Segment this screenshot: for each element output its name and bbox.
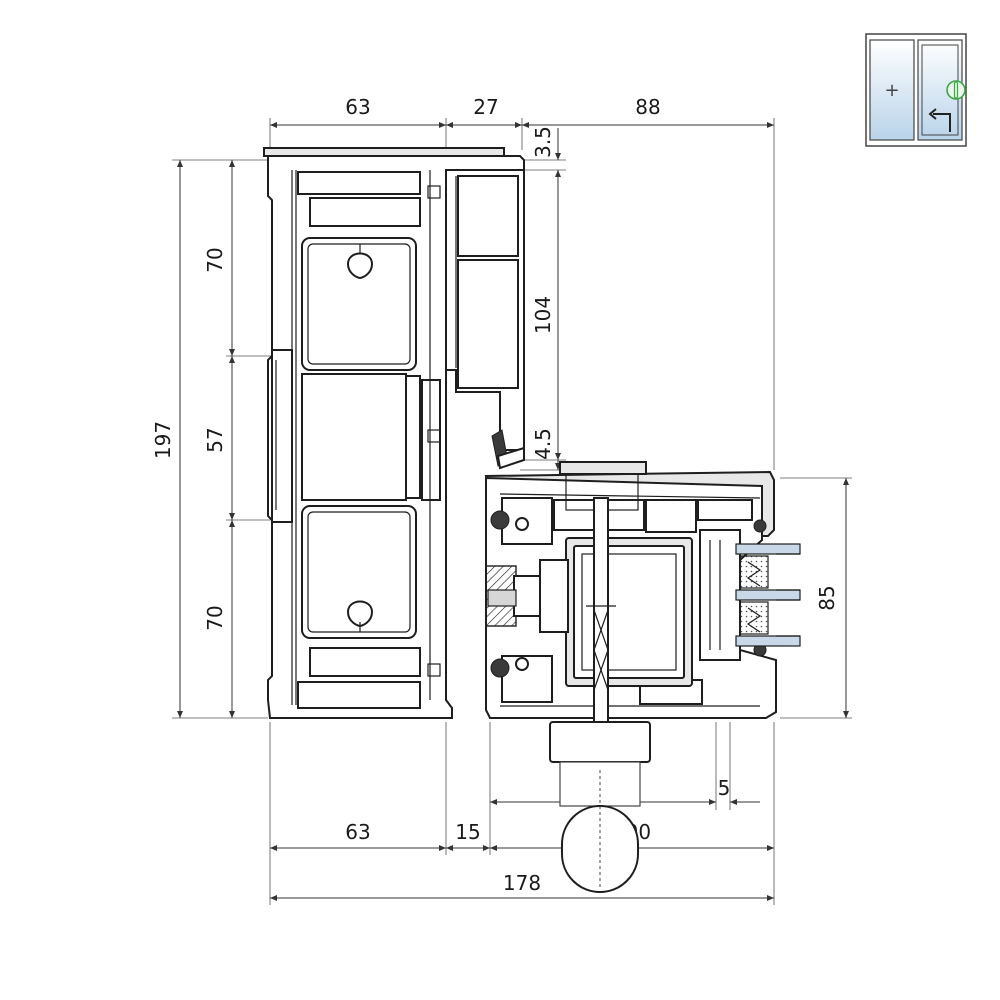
dim-bottom-63: 63 bbox=[345, 820, 370, 844]
sliding-sash-profile bbox=[484, 461, 777, 757]
dim-left-197: 197 bbox=[151, 421, 175, 459]
dim-bottom-178: 178 bbox=[503, 871, 541, 895]
dim-left-57: 57 bbox=[203, 427, 227, 452]
dim-bottom-15: 15 bbox=[455, 820, 480, 844]
door-handle bbox=[549, 721, 651, 893]
fixed-frame-profile bbox=[263, 147, 525, 719]
dim-right-85: 85 bbox=[815, 585, 839, 610]
dim-top-27: 27 bbox=[473, 95, 498, 119]
handle-icon bbox=[946, 80, 966, 100]
dimension-lines bbox=[172, 118, 852, 905]
roller-mechanism bbox=[485, 559, 569, 633]
dim-top-63: 63 bbox=[345, 95, 370, 119]
dim-left-70-bottom: 70 bbox=[203, 605, 227, 630]
dim-bottom-5: 5 bbox=[718, 776, 731, 800]
sliding-door-pictogram: + bbox=[865, 33, 967, 147]
triple-glazing-unit bbox=[735, 543, 801, 647]
dim-right-4-5: 4.5 bbox=[531, 428, 555, 460]
track-extension-profile bbox=[445, 169, 525, 470]
dim-top-88: 88 bbox=[635, 95, 660, 119]
slide-direction-arrow-icon bbox=[933, 113, 951, 132]
dim-left-70-top: 70 bbox=[203, 247, 227, 272]
dim-right-3-5: 3.5 bbox=[531, 126, 555, 158]
dim-right-104: 104 bbox=[531, 296, 555, 334]
fixed-pane-symbol: + bbox=[884, 80, 899, 101]
